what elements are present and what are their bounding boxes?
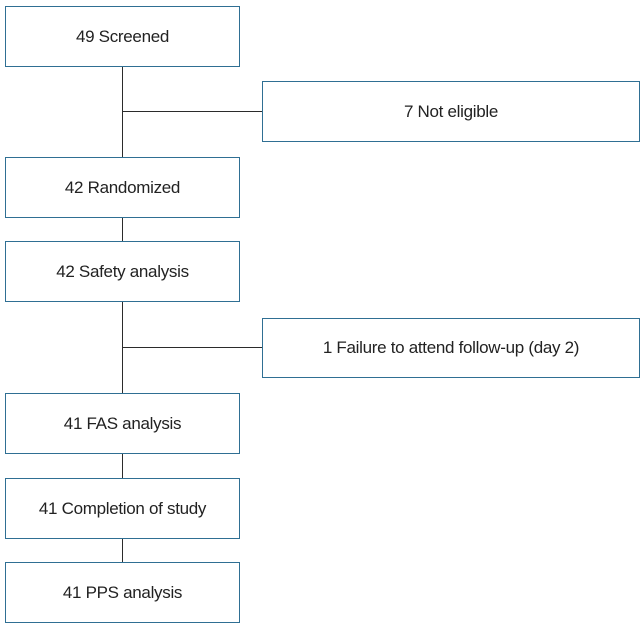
safety-analysis-box: 42 Safety analysis	[5, 241, 240, 302]
connector-completion-to-pps	[122, 539, 123, 562]
not-eligible-label: 7 Not eligible	[403, 101, 499, 121]
connector-randomized-to-safety	[122, 218, 123, 241]
connector-screened-to-randomized	[122, 67, 123, 157]
failure-followup-box: 1 Failure to attend follow-up (day 2)	[262, 318, 640, 378]
fas-analysis-label: 41 FAS analysis	[63, 413, 182, 433]
safety-analysis-label: 42 Safety analysis	[56, 261, 189, 281]
fas-analysis-box: 41 FAS analysis	[5, 393, 240, 454]
not-eligible-box: 7 Not eligible	[262, 81, 640, 142]
connector-to-not-eligible	[122, 111, 262, 112]
pps-analysis-box: 41 PPS analysis	[5, 562, 240, 623]
connector-fas-to-completion	[122, 454, 123, 478]
screened-box: 49 Screened	[5, 6, 240, 67]
connector-to-failure-followup	[122, 347, 262, 348]
screened-label: 49 Screened	[75, 26, 170, 46]
pps-analysis-label: 41 PPS analysis	[62, 582, 183, 602]
failure-followup-label: 1 Failure to attend follow-up (day 2)	[322, 338, 580, 357]
completion-label: 41 Completion of study	[38, 498, 207, 518]
randomized-label: 42 Randomized	[64, 177, 181, 197]
randomized-box: 42 Randomized	[5, 157, 240, 218]
completion-box: 41 Completion of study	[5, 478, 240, 539]
